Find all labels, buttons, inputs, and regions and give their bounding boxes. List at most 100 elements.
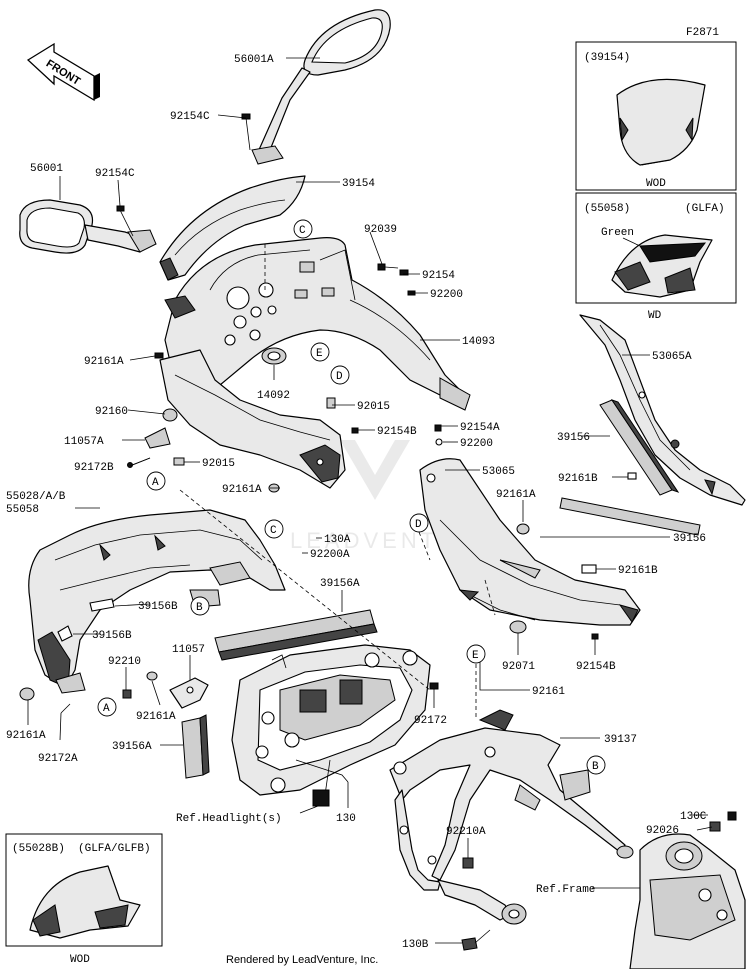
label-39156A-low: 39156A — [112, 741, 152, 753]
inset-cowl-code: (55058) — [584, 203, 630, 215]
label-56001A: 56001A — [234, 54, 274, 66]
label-39156B-2: 39156B — [92, 630, 132, 642]
label-92172B: 92172B — [74, 462, 114, 474]
inner-panel — [164, 237, 471, 411]
label-130B: 130B — [402, 939, 429, 951]
label-92161A-3: 92161A — [496, 489, 536, 501]
label-92210A: 92210A — [446, 826, 486, 838]
label-ref-frame: Ref.Frame — [536, 884, 595, 896]
inset-windshield-caption: WOD — [646, 178, 666, 190]
callout-e-mid: E — [472, 650, 479, 662]
callout-a-top: A — [152, 477, 159, 489]
front-arrow-icon: FRONT — [26, 42, 100, 102]
label-92210: 92210 — [108, 656, 141, 668]
leader-lines — [27, 57, 713, 944]
label-92200A: 92200A — [310, 549, 350, 561]
label-39156A-top: 39156A — [320, 578, 360, 590]
front-frame — [389, 709, 634, 951]
label-92154A: 92154A — [460, 422, 500, 434]
mirror-left — [19, 199, 157, 254]
trim-strip-39156A-low — [181, 714, 210, 779]
inset-windshield-code: (39154) — [584, 52, 630, 64]
lower-inner-panel — [159, 349, 346, 489]
label-92071: 92071 — [502, 661, 535, 673]
label-39137: 39137 — [604, 734, 637, 746]
label-56001: 56001 — [30, 163, 63, 175]
label-39154: 39154 — [342, 178, 375, 190]
label-53065A: 53065A — [652, 351, 692, 363]
label-92161B-right: 92161B — [558, 473, 598, 485]
callout-d-mid: D — [415, 519, 422, 531]
callout-e-top: E — [316, 348, 323, 360]
label-92161A-1: 92161A — [84, 356, 124, 368]
footer-credit: Rendered by LeadVenture, Inc. — [226, 954, 378, 966]
label-92154C-top: 92154C — [170, 111, 210, 123]
label-92172: 92172 — [414, 715, 447, 727]
inset-cowl-green: (55058) (GLFA) Green WD — [575, 192, 737, 322]
windshield — [159, 175, 306, 281]
trim-strip — [57, 598, 115, 642]
bolt-icon — [116, 113, 251, 237]
inset-cowl-color: Green — [601, 227, 634, 239]
grommet — [261, 347, 287, 365]
trim-strip-39156 — [559, 399, 701, 574]
fastener-icon — [127, 263, 443, 493]
label-14093: 14093 — [462, 336, 495, 348]
label-55058: 55058 — [6, 504, 39, 516]
callout-d-top: D — [336, 371, 343, 383]
label-92200-top: 92200 — [430, 289, 463, 301]
label-14092: 14092 — [257, 390, 290, 402]
callout-markers: C E D A C B D E A B — [97, 219, 606, 775]
headlight — [231, 644, 431, 807]
inset-cowl-caption: WD — [648, 310, 662, 322]
callout-b-left: B — [196, 602, 203, 614]
label-130: 130 — [336, 813, 356, 825]
label-130C: 130C — [680, 811, 707, 823]
label-92154: 92154 — [422, 270, 455, 282]
upper-cowl — [28, 509, 286, 694]
label-11057: 11057 — [172, 644, 205, 656]
label-92026: 92026 — [646, 825, 679, 837]
label-39156-mid: 39156 — [673, 533, 706, 545]
inset-upper-cowl-code: (55028B) — [12, 843, 65, 855]
label-92015-right: 92015 — [357, 401, 390, 413]
side-panel-53065 — [419, 458, 641, 626]
inset-upper-cowl-caption: WOD — [70, 954, 90, 966]
callout-a-low: A — [103, 703, 110, 715]
label-92172A: 92172A — [38, 753, 78, 765]
label-55028AB: 55028/A/B — [6, 491, 66, 503]
label-92015-left: 92015 — [202, 458, 235, 470]
callout-c-top: C — [299, 225, 306, 237]
label-92154B-low: 92154B — [576, 661, 616, 673]
main-frame — [629, 811, 746, 969]
label-92154B-mid: 92154B — [377, 426, 417, 438]
label-92200-mid: 92200 — [460, 438, 493, 450]
callout-b-right: B — [592, 761, 599, 773]
trim-strip-39156A — [214, 609, 378, 661]
bracket-11057 — [19, 671, 439, 714]
label-39156B-1: 39156B — [138, 601, 178, 613]
inset-upper-cowl-wod: (55028B) (GLFA/GLFB) WOD — [5, 833, 163, 966]
label-92160: 92160 — [95, 406, 128, 418]
label-92039: 92039 — [364, 224, 397, 236]
inset-upper-cowl-variant: (GLFA/GLFB) — [78, 843, 151, 855]
label-92161A-2: 92161A — [222, 484, 262, 496]
label-92154C-left: 92154C — [95, 168, 135, 180]
side-panel-53065A — [579, 314, 746, 506]
inset-windshield-wod: (39154) WOD — [575, 41, 737, 191]
label-53065: 53065 — [482, 466, 515, 478]
label-92161B-mid: 92161B — [618, 565, 658, 577]
label-39156-right: 39156 — [557, 432, 590, 444]
label-ref-headlight: Ref.Headlight(s) — [176, 813, 282, 825]
mirror-right — [251, 9, 391, 165]
diagram-code: F2871 — [686, 27, 719, 39]
label-130A: 130A — [324, 534, 351, 546]
callout-c-mid: C — [270, 525, 277, 537]
label-92161A-5: 92161A — [6, 730, 46, 742]
label-92161A-4: 92161A — [136, 711, 176, 723]
inset-cowl-variant: (GLFA) — [685, 203, 725, 215]
label-11057A: 11057A — [64, 436, 104, 448]
part-labels: 56001A 92154C 56001 92154C 39154 92039 9… — [6, 54, 707, 951]
label-92161: 92161 — [532, 686, 565, 698]
